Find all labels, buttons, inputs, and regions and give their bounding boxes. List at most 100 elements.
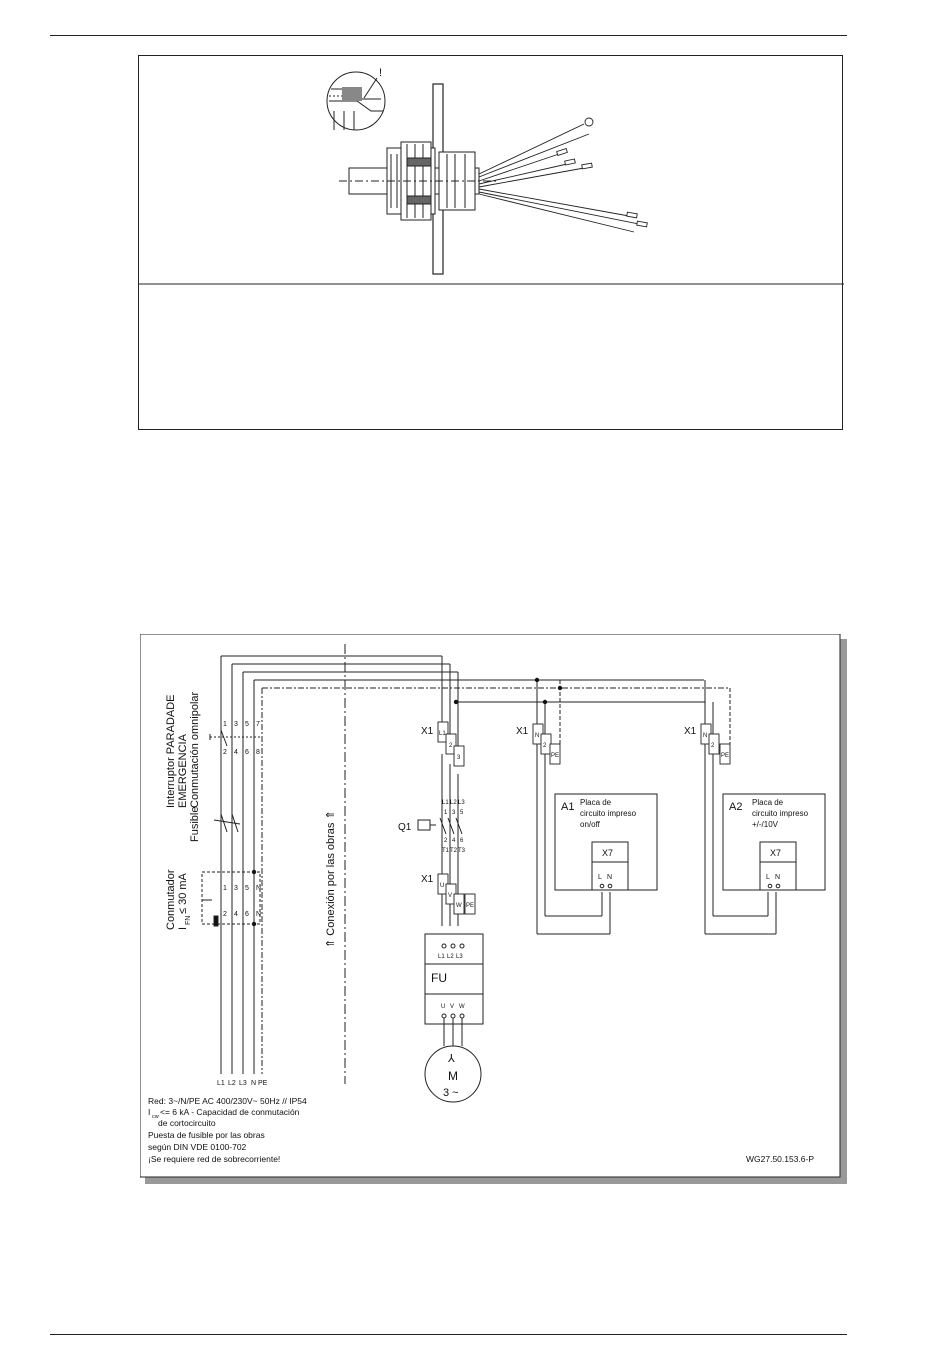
a2-text-1: Placa de — [752, 798, 784, 807]
svg-text:5: 5 — [245, 885, 249, 892]
svg-text:4: 4 — [234, 749, 238, 756]
svg-text:4: 4 — [234, 911, 238, 918]
x1-motor-terminal-pe: PE — [466, 903, 474, 909]
svg-text:1: 1 — [223, 885, 227, 892]
svg-text:¡Se requiere red de sobrecorri: ¡Se requiere red de sobrecorriente! — [148, 1154, 280, 1164]
fu-output-u: U — [441, 1004, 445, 1010]
header-rule — [50, 35, 847, 36]
svg-text:L3: L3 — [458, 800, 465, 806]
cable-gland-figure: ! — [138, 55, 844, 430]
schematic-drawing: 1 3 5 7 2 4 6 8 1 3 5 N 2 4 — [140, 634, 847, 1184]
q1-contactor — [417, 817, 463, 835]
fu-output-v: V — [450, 1004, 454, 1010]
switch-terminal-labels-top: 1 3 5 7 — [223, 721, 260, 728]
cable-body — [339, 141, 499, 221]
fu-inverter — [424, 933, 484, 1025]
svg-text:T3: T3 — [458, 848, 466, 854]
supply-notes: Red: 3~/N/PE AC 400/230V~ 50Hz // IP54 I… — [148, 1096, 307, 1164]
svg-text:6: 6 — [245, 911, 249, 918]
svg-text:5: 5 — [245, 721, 249, 728]
q1-pin-labels: L1 L2 L3 1 3 5 2 4 6 T1 T2 T3 — [442, 800, 466, 854]
svg-text:I: I — [148, 1107, 150, 1117]
a2-x7-block — [759, 841, 797, 891]
svg-text:3: 3 — [234, 885, 238, 892]
svg-text:1: 1 — [444, 810, 448, 816]
svg-text:EMERGENCIA: EMERGENCIA — [177, 733, 189, 808]
svg-text:7: 7 — [256, 721, 260, 728]
wiring-schematic: 1 3 5 7 2 4 6 8 1 3 5 N 2 4 — [140, 634, 847, 1184]
svg-text:2: 2 — [223, 749, 227, 756]
q1-label: Q1 — [398, 822, 412, 833]
svg-text:L2: L2 — [450, 800, 457, 806]
x1-main-terminal-1: L1 — [439, 731, 446, 737]
svg-text:T1: T1 — [442, 848, 450, 854]
svg-text:2: 2 — [223, 911, 227, 918]
emergency-switch-label: Interruptor PARADADE EMERGENCIA Conmutac… — [165, 691, 201, 808]
a1-text-3: on/off — [580, 820, 601, 829]
wire-bundle — [478, 123, 640, 233]
a2-x1-label: X1 — [684, 726, 697, 737]
motor-star: ⅄ — [447, 1053, 455, 1065]
x1-motor-terminal-w: W — [456, 903, 462, 909]
warning-mark: ! — [379, 67, 382, 79]
a2-x1-terminal-pe: PE — [721, 753, 729, 759]
fuse-symbol — [213, 813, 241, 833]
x1-motor-terminals — [437, 873, 476, 915]
a1-label: A1 — [561, 801, 574, 813]
fu-input-l2: L2 — [447, 954, 454, 960]
a1-x1-label: X1 — [516, 726, 529, 737]
svg-text:PE: PE — [258, 1080, 268, 1087]
a1-x7-terminal-l: L — [598, 874, 602, 881]
footer-rule — [50, 1334, 847, 1335]
rcd-symbol-main: I — [177, 927, 189, 930]
a1-text-1: Placa de — [580, 798, 612, 807]
fuse-label: Fusible — [189, 807, 201, 842]
wire-ends — [556, 117, 648, 228]
svg-text:6: 6 — [460, 838, 464, 844]
svg-text:N: N — [256, 885, 261, 892]
rcd-symbol-sub: FN — [185, 916, 192, 925]
x1-main-terminal-2: 2 — [449, 743, 453, 749]
cable-gland-drawing: ! — [139, 67, 844, 285]
site-connection-label: ⇑ Conexión por las obras ⇑ — [325, 810, 337, 948]
svg-text:L1: L1 — [217, 1080, 225, 1087]
svg-text:Red: 3~/N/PE AC 400/230V~ 50Hz: Red: 3~/N/PE AC 400/230V~ 50Hz // IP54 — [148, 1096, 307, 1106]
x1-motor-terminal-v: V — [448, 893, 452, 899]
a1-x7-label: X7 — [602, 848, 613, 858]
svg-text:L3: L3 — [239, 1080, 247, 1087]
a1-x1-terminal-pe: PE — [551, 753, 559, 759]
a2-x7-terminal-n: N — [775, 874, 780, 881]
a1-x7-block — [591, 841, 629, 891]
x1-motor-terminal-u: U — [440, 883, 444, 889]
a2-x7-label: X7 — [770, 848, 781, 858]
svg-text:N: N — [256, 911, 261, 918]
drawing-code: WG27.50.153.6-P — [746, 1154, 814, 1164]
svg-text:5: 5 — [460, 810, 464, 816]
svg-text:Conmutación omnipolar: Conmutación omnipolar — [189, 691, 201, 808]
svg-text:Puesta de fusible por las obra: Puesta de fusible por las obras — [148, 1130, 265, 1140]
fu-input-l1: L1 — [438, 954, 445, 960]
svg-text:3: 3 — [452, 810, 456, 816]
rcd-rating: ≤ 30 mA — [177, 872, 189, 914]
rcd-label: Conmutador — [165, 869, 177, 930]
detail-magnifier — [326, 71, 386, 131]
a2-x1-terminal-2: 2 — [711, 743, 715, 749]
a2-x7-terminal-l: L — [766, 874, 770, 881]
a2-x1-terminal-n: N — [703, 733, 707, 739]
svg-text:L1: L1 — [442, 800, 449, 806]
a1-x1-terminal-2: 2 — [543, 743, 547, 749]
rcd-terminal-labels: 1 3 5 N 2 4 6 N — [223, 885, 261, 918]
a2-x1-terminals — [700, 723, 731, 765]
svg-text:4: 4 — [452, 838, 456, 844]
fu-input-l3: L3 — [456, 954, 463, 960]
x1-motor-label: X1 — [421, 874, 434, 885]
svg-text:de cortocircuito: de cortocircuito — [158, 1118, 216, 1128]
svg-text:cw: cw — [152, 1114, 159, 1120]
x1-main-terminals — [437, 721, 465, 767]
svg-text:3: 3 — [234, 721, 238, 728]
a1-text-2: circuito impreso — [580, 809, 637, 818]
svg-text:Interruptor PARADADE: Interruptor PARADADE — [165, 694, 177, 808]
a2-text-2: circuito impreso — [752, 809, 809, 818]
svg-text:N: N — [251, 1080, 256, 1087]
schematic-frame — [140, 634, 841, 1178]
